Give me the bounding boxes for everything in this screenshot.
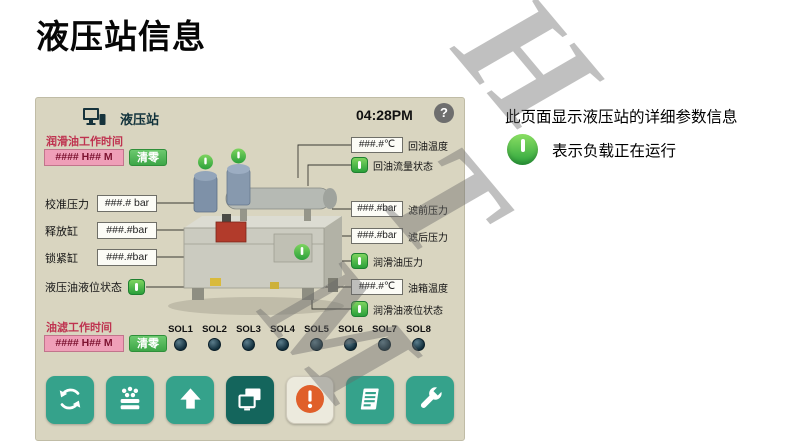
tank-temp-label: 油箱温度	[408, 283, 448, 295]
calibration-pressure-value: ###.# bar	[97, 195, 157, 212]
calibration-pressure-row: 校准压力 ###.# bar	[45, 195, 157, 212]
return-oil-flow-row: 回油流量状态	[351, 157, 433, 173]
sol1-label: SOL1	[168, 324, 193, 335]
sol2-label: SOL2	[202, 324, 227, 335]
solenoid-item: SOL1	[167, 324, 194, 351]
lube-pressure-row: 润滑油压力	[351, 253, 423, 269]
document-lines-icon	[356, 385, 384, 416]
dots-layers-icon	[116, 385, 144, 416]
recycle-arrows-icon	[56, 385, 84, 416]
dosing-button[interactable]	[106, 376, 154, 424]
power-on-indicator-icon	[507, 134, 538, 165]
hmi-panel: 液压站 04:28PM ? 润滑油工作时间 #### H## M 清零 校准压力…	[35, 97, 465, 441]
sol6-label: SOL6	[338, 324, 363, 335]
sol5-label: SOL5	[304, 324, 329, 335]
tank-temp-value: ###.#℃	[351, 279, 403, 295]
lube-timer-value: #### H## M	[44, 149, 124, 166]
toolbar	[46, 376, 454, 424]
sol7-label: SOL7	[372, 324, 397, 335]
oil-level-status-row: 液压油液位状态	[45, 279, 145, 295]
filter-timer-clear-button[interactable]: 清零	[129, 335, 167, 352]
pre-filter-pressure-label: 滤前压力	[408, 205, 448, 217]
sol4-indicator	[276, 338, 289, 351]
solenoid-item: SOL2	[201, 324, 228, 351]
power-on-indicator-icon	[351, 157, 368, 173]
lift-button[interactable]	[166, 376, 214, 424]
release-cylinder-value: ###.#bar	[97, 222, 157, 239]
solenoid-item: SOL6	[337, 324, 364, 351]
pre-filter-pressure-row: ###.#bar 滤前压力	[351, 201, 448, 217]
report-button[interactable]	[346, 376, 394, 424]
power-on-indicator-icon	[351, 253, 368, 269]
up-arrow-icon	[177, 385, 204, 415]
lock-cylinder-row: 锁紧缸 ###.#bar	[45, 249, 157, 266]
tank-running-indicator-icon	[294, 244, 310, 260]
alarm-button[interactable]	[286, 376, 334, 424]
hmi-monitor-icon	[82, 107, 106, 126]
cycle-button[interactable]	[46, 376, 94, 424]
post-filter-pressure-row: ###.#bar 滤后压力	[351, 228, 448, 244]
sol6-indicator	[344, 338, 357, 351]
power-on-indicator-icon	[128, 279, 145, 295]
filter-timer-row: #### H## M 清零	[44, 335, 167, 352]
lube-pressure-label: 润滑油压力	[373, 257, 423, 269]
solenoid-item: SOL5	[303, 324, 330, 351]
legend-text: 表示负载正在运行	[552, 142, 677, 160]
orange-exclamation-icon	[294, 383, 326, 418]
sol1-indicator	[174, 338, 187, 351]
post-filter-pressure-value: ###.#bar	[351, 228, 403, 244]
legend: 表示负载正在运行	[507, 134, 676, 165]
return-oil-temp-label: 回油温度	[408, 141, 448, 153]
lock-cylinder-label: 锁紧缸	[45, 252, 78, 265]
sol8-indicator	[412, 338, 425, 351]
help-button[interactable]: ?	[434, 103, 454, 123]
sol5-indicator	[310, 338, 323, 351]
lube-timer-row: #### H## M 清零	[44, 149, 167, 166]
sol7-indicator	[378, 338, 391, 351]
sol4-label: SOL4	[270, 324, 295, 335]
solenoid-item: SOL8	[405, 324, 432, 351]
lube-timer-clear-button[interactable]: 清零	[129, 149, 167, 166]
lube-timer-label: 润滑油工作时间	[46, 136, 123, 148]
sol3-label: SOL3	[236, 324, 261, 335]
overlapping-screens-icon	[236, 385, 264, 416]
filter-timer-value: #### H## M	[44, 335, 124, 352]
page-description: 此页面显示液压站的详细参数信息	[505, 109, 738, 126]
return-oil-temp-value: ###.#℃	[351, 137, 403, 153]
lock-cylinder-value: ###.#bar	[97, 249, 157, 266]
motor2-running-indicator-icon	[231, 148, 246, 164]
filter-timer-label: 油滤工作时间	[46, 322, 112, 334]
wrench-icon	[417, 385, 444, 415]
sol8-label: SOL8	[406, 324, 431, 335]
hmi-title: 液压站	[120, 112, 160, 127]
post-filter-pressure-label: 滤后压力	[408, 232, 448, 244]
solenoid-item: SOL7	[371, 324, 398, 351]
power-on-indicator-icon	[351, 301, 368, 317]
pages-button[interactable]	[226, 376, 274, 424]
pre-filter-pressure-value: ###.#bar	[351, 201, 403, 217]
clock-display: 04:28PM	[356, 107, 413, 123]
release-cylinder-label: 释放缸	[45, 225, 78, 238]
lube-oil-level-row: 润滑油液位状态	[351, 301, 443, 317]
solenoid-row: SOL1 SOL2 SOL3 SOL4 SOL5 SOL6 SOL7 SOL8	[167, 324, 432, 351]
solenoid-item: SOL4	[269, 324, 296, 351]
lube-oil-level-label: 润滑油液位状态	[373, 305, 443, 317]
sol3-indicator	[242, 338, 255, 351]
oil-level-status-label: 液压油液位状态	[45, 282, 122, 294]
solenoid-item: SOL3	[235, 324, 262, 351]
sol2-indicator	[208, 338, 221, 351]
page-title: 液压站信息	[36, 18, 206, 55]
calibration-pressure-label: 校准压力	[45, 198, 89, 211]
hydraulic-station-illustration	[168, 148, 344, 315]
motor1-running-indicator-icon	[198, 154, 213, 170]
return-oil-temp-row: ###.#℃ 回油温度	[351, 137, 448, 153]
return-oil-flow-label: 回油流量状态	[373, 161, 433, 173]
release-cylinder-row: 释放缸 ###.#bar	[45, 222, 157, 239]
maintenance-button[interactable]	[406, 376, 454, 424]
tank-temp-row: ###.#℃ 油箱温度	[351, 279, 448, 295]
